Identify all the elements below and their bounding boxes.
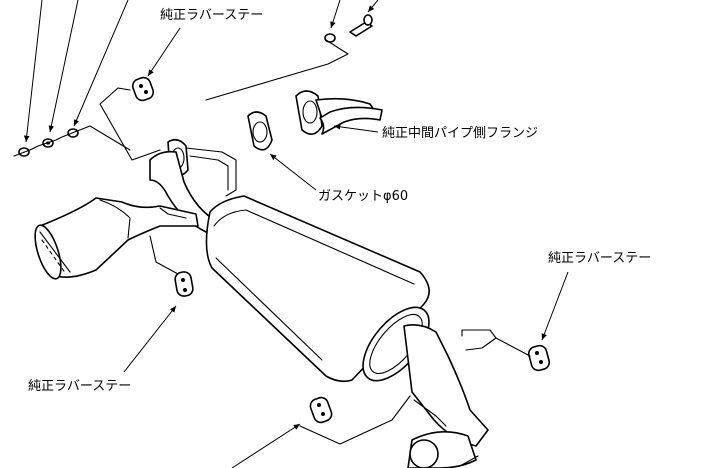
label-gasket: ガスケットφ60 xyxy=(318,189,408,204)
bolt xyxy=(205,0,379,101)
rubber-stay-right: 純正ラバーステー xyxy=(495,251,651,372)
rubber-stay-left: 純正ラバーステー xyxy=(28,235,194,394)
rubber-stay-top: 純正ラバーステー xyxy=(99,8,263,161)
label-rubber-stay-left: 純正ラバーステー xyxy=(28,379,131,394)
label-rubber-stay-top: 純正ラバーステー xyxy=(160,8,263,23)
label-rubber-stay-right: 純正ラバーステー xyxy=(548,251,651,266)
gasket: ガスケットφ60 xyxy=(247,111,408,204)
hardware-leader-lines xyxy=(23,0,129,143)
muffler-assembly xyxy=(34,138,497,468)
mid-pipe-flange: 純正中間パイプ側フランジ xyxy=(295,90,538,141)
label-mid-pipe-flange: 純正中間パイプ側フランジ xyxy=(382,126,538,141)
rubber-stay-bottom xyxy=(231,395,447,468)
nut-and-washers xyxy=(13,125,131,157)
